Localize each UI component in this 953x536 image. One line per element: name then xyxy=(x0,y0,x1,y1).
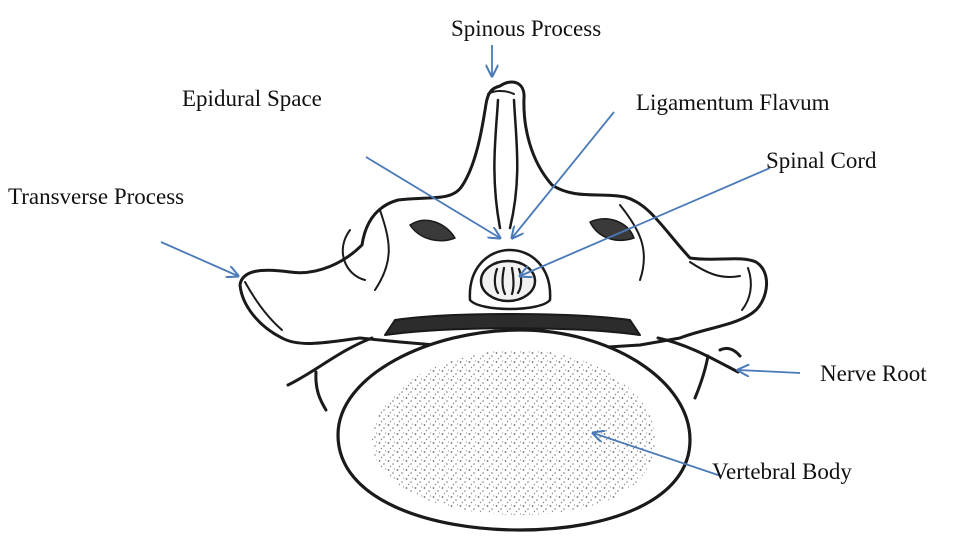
vertebra-drawing xyxy=(240,82,767,530)
label-ligamentum-flavum: Ligamentum Flavum xyxy=(636,91,830,114)
label-spinous-process: Spinous Process xyxy=(451,17,601,40)
spinal-cord xyxy=(481,261,535,301)
label-vertebral-body: Vertebral Body xyxy=(712,460,852,483)
label-spinal-cord: Spinal Cord xyxy=(766,149,877,172)
label-nerve-root: Nerve Root xyxy=(820,362,927,385)
arrow-nerve-root xyxy=(738,370,800,373)
arrow-transverse-process xyxy=(161,242,238,276)
label-transverse-process: Transverse Process xyxy=(8,185,184,208)
label-epidural-space: Epidural Space xyxy=(182,87,322,110)
